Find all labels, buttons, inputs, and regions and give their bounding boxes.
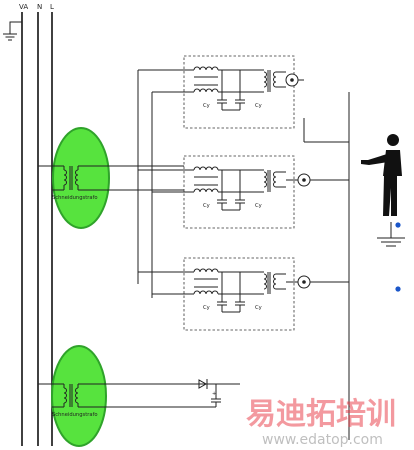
isolation-transformer-lower: Schneidungstrafo bbox=[38, 345, 240, 447]
rails bbox=[137, 70, 350, 440]
bus-label-l: L bbox=[50, 3, 54, 11]
filter-module-3: Cy Cy bbox=[138, 257, 349, 331]
bus-label-n: N bbox=[37, 3, 42, 11]
diode-symbol bbox=[198, 379, 208, 389]
diode-rectifier: + bbox=[198, 379, 221, 407]
watermark: 易迪拓培训 www.edatop.com bbox=[246, 397, 396, 448]
filter-module-1: Cy Cy bbox=[138, 55, 304, 129]
cap-label: Cy bbox=[203, 203, 210, 209]
bus-label-va: VA bbox=[19, 3, 28, 11]
highlight-ellipse-lower bbox=[51, 345, 107, 447]
isolation-transformer-upper: Schneidungstrafo bbox=[38, 127, 184, 229]
ground-symbol-person bbox=[377, 222, 405, 247]
isolation-label-upper: Schneidungstrafo bbox=[52, 195, 98, 201]
cap-label: Cy bbox=[255, 305, 262, 311]
bullet-dot bbox=[395, 286, 401, 292]
ground-symbol-top bbox=[3, 21, 22, 41]
svg-text:+: + bbox=[212, 391, 216, 397]
filter-module-2: Cy Cy bbox=[138, 155, 349, 229]
watermark-url: www.edatop.com bbox=[262, 432, 383, 448]
person-silhouette bbox=[361, 134, 402, 216]
cap-label: Cy bbox=[255, 103, 262, 109]
isolation-label-lower: Schneidungstrafo bbox=[52, 412, 98, 418]
cap-label: Cy bbox=[255, 203, 262, 209]
cap-label: Cy bbox=[203, 305, 210, 311]
watermark-chinese: 易迪拓培训 bbox=[246, 397, 396, 432]
bus-labels: VA N L bbox=[19, 3, 54, 11]
highlight-ellipse-upper bbox=[52, 127, 110, 229]
main-buses bbox=[21, 12, 53, 446]
cap-label: Cy bbox=[203, 103, 210, 109]
bullet-dot bbox=[395, 222, 401, 228]
